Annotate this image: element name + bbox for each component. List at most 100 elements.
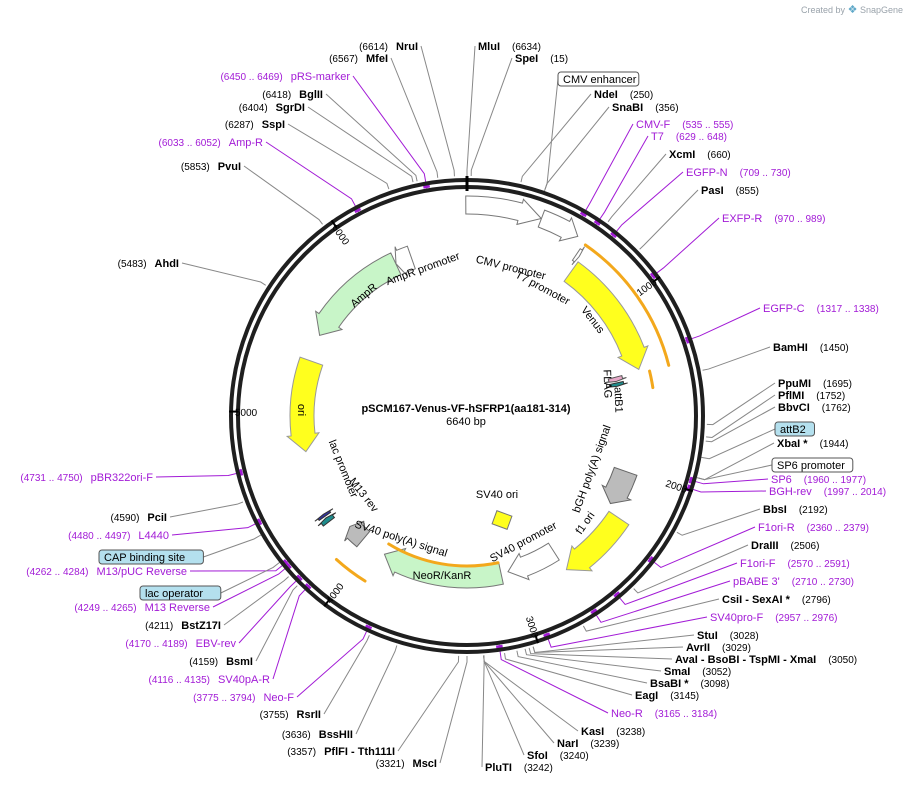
- site-name: NruI: [396, 41, 418, 53]
- feature-bgh-poly-a-signal[interactable]: [601, 466, 638, 505]
- primer-egfp-c[interactable]: EGFP-C(1317 .. 1338): [763, 303, 879, 315]
- site-xcmi[interactable]: XcmI(660): [669, 149, 731, 161]
- site-csii-sexai[interactable]: CsiI - SexAI *(2796): [722, 594, 831, 606]
- site-leader-15: [706, 394, 776, 438]
- primer-sv40pro-f[interactable]: SV40pro-F(2957 .. 2976): [710, 612, 837, 624]
- site-bglii[interactable]: BglII(6418): [262, 89, 323, 101]
- primer-m13-reverse[interactable]: M13 Reverse(4249 .. 4265): [74, 602, 210, 614]
- primer-position: (2360 .. 2379): [807, 523, 869, 534]
- site-pluti[interactable]: PluTI(3242): [485, 762, 553, 774]
- site-bsabi[interactable]: BsaBI *(3098): [650, 678, 729, 690]
- primer-l4440[interactable]: L4440(4480 .. 4497): [68, 530, 169, 542]
- site-leader-6: [325, 93, 418, 182]
- primer-egfp-n[interactable]: EGFP-N(709 .. 730): [686, 167, 791, 179]
- site-position: (3755): [260, 710, 289, 721]
- site-mlui[interactable]: MluI(6634): [478, 41, 541, 53]
- feature-lac-promoter[interactable]: [317, 512, 337, 527]
- site-ppumi[interactable]: PpuMI(1695): [778, 378, 852, 390]
- feature-m13-rev[interactable]: [314, 508, 334, 522]
- primer-exfp-r[interactable]: EXFP-R(970 .. 989): [722, 213, 826, 225]
- primer-sp6[interactable]: SP6(1960 .. 1977): [771, 474, 866, 486]
- site-avai-bsobi-tspmi-xmai[interactable]: AvaI - BsoBI - TspMI - XmaI(3050): [675, 654, 857, 666]
- site-position: (1695): [823, 379, 852, 390]
- feature-cmv-enhancer[interactable]: [465, 195, 543, 226]
- boxed-label-cmv-enhancer[interactable]: CMV enhancer: [557, 71, 640, 87]
- primer-amp-r[interactable]: Amp-R(6033 .. 6052): [159, 137, 264, 149]
- feature-t7-promoter[interactable]: [571, 246, 585, 266]
- site-rsrii[interactable]: RsrII(3755): [260, 709, 321, 721]
- site-bbvci[interactable]: BbvCI(1762): [778, 402, 851, 414]
- site-avrii[interactable]: AvrII(3029): [686, 642, 751, 654]
- primer-pbabe-3[interactable]: pBABE 3'(2710 .. 2730): [733, 576, 854, 588]
- site-position: (6614): [359, 42, 388, 53]
- primer-m13-puc-reverse[interactable]: M13/pUC Reverse(4262 .. 4284): [26, 566, 187, 578]
- site-nari[interactable]: NarI(3239): [557, 738, 619, 750]
- site-sfoi[interactable]: SfoI(3240): [527, 750, 589, 762]
- site-bsmi[interactable]: BsmI(4159): [189, 656, 253, 668]
- primer-pbr322ori-f[interactable]: pBR322ori-F(4731 .. 4750): [20, 472, 153, 484]
- boxed-label-attb2[interactable]: attB2: [774, 421, 815, 437]
- feature-flag[interactable]: [604, 374, 627, 384]
- site-pasi[interactable]: PasI(855): [701, 185, 759, 197]
- site-pflfi-tth111i[interactable]: PflFI - Tth111I(3357): [287, 746, 395, 758]
- site-spei[interactable]: SpeI(15): [515, 53, 568, 65]
- primer-bgh-rev[interactable]: BGH-rev(1997 .. 2014): [769, 486, 886, 498]
- primer-position: (4116 .. 4135): [148, 675, 210, 686]
- feature-sv40-poly-a-signal[interactable]: [344, 520, 371, 548]
- primer-prs-marker[interactable]: pRS-marker(6450 .. 6469): [220, 71, 350, 83]
- site-ahdi[interactable]: AhdI(5483): [118, 258, 179, 270]
- boxed-label-sp6-promoter[interactable]: SP6 promoter: [771, 457, 854, 473]
- primer-f1ori-f[interactable]: F1ori-F(2570 .. 2591): [740, 558, 850, 570]
- primer-position: (4170 .. 4189): [125, 639, 187, 650]
- site-sspi[interactable]: SspI(6287): [225, 119, 285, 131]
- site-sgrdi[interactable]: SgrDI(6404): [239, 102, 305, 114]
- primer-cmv-f[interactable]: CMV-F(535 .. 555): [636, 119, 733, 131]
- feature-cmv-promoter[interactable]: [537, 209, 579, 242]
- site-mfei[interactable]: MfeI(6567): [329, 53, 388, 65]
- feature-ampr[interactable]: [315, 252, 402, 336]
- boxed-label-lac-operator[interactable]: lac operator: [139, 585, 222, 601]
- feature-venus[interactable]: [563, 261, 649, 371]
- site-ndei[interactable]: NdeI(250): [594, 89, 653, 101]
- site-pvui[interactable]: PvuI(5853): [181, 161, 241, 173]
- site-draiii[interactable]: DraIII(2506): [751, 540, 819, 552]
- primer-neo-f[interactable]: Neo-F(3775 .. 3794): [193, 692, 294, 704]
- site-name: PvuI: [218, 161, 241, 173]
- site-name: MfeI: [366, 53, 388, 65]
- site-position: (3029): [722, 643, 751, 654]
- site-name: SmaI: [664, 666, 690, 678]
- site-eagi[interactable]: EagI(3145): [635, 690, 699, 702]
- site-msci[interactable]: MscI(3321): [376, 758, 437, 770]
- feature-ori[interactable]: [285, 356, 324, 453]
- primer-name: SV40pA-R: [218, 674, 270, 686]
- feature-sv40-ori-box[interactable]: [491, 510, 513, 530]
- site-nrui[interactable]: NruI (6614): [359, 41, 418, 53]
- site-stui[interactable]: StuI(3028): [697, 630, 759, 642]
- site-bamhi[interactable]: BamHI(1450): [773, 342, 849, 354]
- feature-ampr-promoter[interactable]: [394, 245, 416, 277]
- site-xbai[interactable]: XbaI *(1944): [777, 438, 848, 450]
- primer-ebv-rev[interactable]: EBV-rev(4170 .. 4189): [125, 638, 236, 650]
- feature-sv40-promoter[interactable]: [507, 542, 560, 581]
- site-kasi[interactable]: KasI(3238): [581, 726, 645, 738]
- site-smai[interactable]: SmaI(3052): [664, 666, 731, 678]
- primer-neo-r[interactable]: Neo-R(3165 .. 3184): [611, 708, 717, 720]
- site-bsshii[interactable]: BssHII(3636): [282, 729, 353, 741]
- site-leader-34: [323, 635, 370, 715]
- site-name: BglII: [299, 89, 323, 101]
- boxed-label-cap-binding-site[interactable]: CAP binding site: [98, 549, 204, 565]
- feature-f1-ori[interactable]: [565, 510, 630, 572]
- feature-attb1[interactable]: [605, 380, 628, 388]
- primer-leader-0: [352, 75, 428, 189]
- site-bbsi[interactable]: BbsI(2192): [763, 504, 828, 516]
- site-bstz17i[interactable]: BstZ17I(4211): [145, 620, 221, 632]
- primer-position: (3775 .. 3794): [193, 693, 255, 704]
- site-pcii[interactable]: PciI(4590): [111, 512, 167, 524]
- site-pflmi[interactable]: PflMI(1752): [778, 390, 845, 402]
- primer-sv40pa-r[interactable]: SV40pA-R (4116 .. 4135): [148, 674, 270, 686]
- primer-f1ori-r[interactable]: F1ori-R(2360 .. 2379): [758, 522, 869, 534]
- primer-t7[interactable]: T7(629 .. 648): [651, 131, 727, 143]
- site-snabi[interactable]: SnaBI(356): [612, 102, 679, 114]
- primer-name: Amp-R: [229, 137, 263, 149]
- site-leader-1: [420, 45, 455, 177]
